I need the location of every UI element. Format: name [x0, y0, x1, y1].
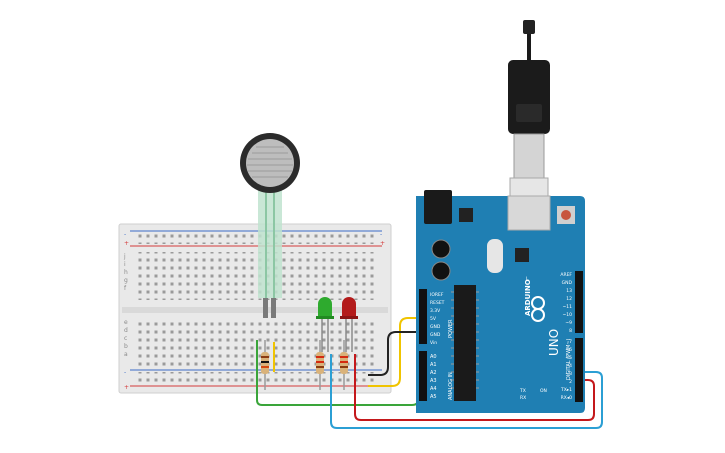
pin-ioref: IOREF	[430, 292, 444, 298]
row-label-f: f	[124, 285, 127, 292]
row-label-c: c	[124, 335, 127, 342]
row-label-b: b	[124, 343, 128, 350]
pin-11: ~11	[563, 304, 573, 310]
pin-0: RX◂0	[561, 395, 572, 401]
wire-gnd	[368, 331, 420, 376]
rx-label: RX	[520, 395, 526, 401]
force-sensor	[240, 133, 300, 318]
pin-a0: A0	[430, 354, 437, 360]
green-led	[316, 297, 334, 352]
tx-label: TX	[519, 388, 526, 394]
row-label-g: g	[124, 277, 128, 284]
board-small-labels: L TX RX ON	[519, 276, 547, 401]
usb-cable	[508, 20, 550, 217]
pin-gnd-3: GND	[562, 280, 573, 286]
brand-label: ARDUINO	[524, 279, 532, 316]
wires	[256, 317, 603, 429]
wire-pin2	[354, 354, 595, 421]
pin-reset: RESET	[430, 300, 445, 306]
pin-2: 2	[569, 379, 572, 385]
pin-3v3: 3.3V	[430, 308, 441, 314]
wire-5v	[273, 317, 420, 387]
row-label-i: i	[124, 261, 126, 268]
pin-aref: AREF	[560, 272, 572, 278]
pin-9: ~9	[565, 320, 572, 326]
pin-5v: 5V	[430, 316, 437, 322]
power-pin-labels: IOREF RESET 3.3V 5V GND GND Vin	[430, 292, 445, 346]
model-label: UNO	[547, 329, 561, 356]
pin-gnd-2: GND	[430, 332, 441, 338]
on-label: ON	[540, 388, 547, 394]
rail-plus-label: +	[124, 240, 129, 247]
pin-4: 4	[569, 363, 572, 369]
arduino-logo-icon	[531, 296, 545, 322]
rail-plus-label: +	[124, 384, 129, 391]
analog-header-label: ANALOG IN	[448, 372, 454, 400]
pin-10: ~10	[563, 312, 573, 318]
pin-a3: A3	[430, 378, 437, 384]
rail-minus-label: -	[124, 231, 126, 238]
l-led-label: L	[526, 276, 529, 282]
pin-vin: Vin	[430, 340, 437, 346]
pin-5: ~5	[565, 355, 572, 361]
pin-1: TX▸1	[560, 387, 572, 393]
analog-pin-labels: A0 A1 A2 A3 A4 A5	[430, 354, 437, 400]
resistor-1	[261, 340, 269, 390]
pin-gnd-1: GND	[430, 324, 441, 330]
rail-minus-label: -	[124, 369, 126, 376]
pin-3: ~3	[565, 371, 572, 377]
resistor-2	[316, 340, 324, 390]
pin-7: 7	[569, 339, 572, 345]
breadboard: + - + - j i h g f e d c b a + -	[118, 223, 392, 394]
row-label-a: a	[124, 351, 128, 358]
resistor-3	[340, 340, 348, 390]
pin-a4: A4	[430, 386, 437, 392]
pin-13: 13	[566, 288, 572, 294]
power-header-label: POWER	[448, 319, 454, 338]
digital-header-label: DIGITAL (PWM~)	[566, 338, 572, 380]
pin-a5: A5	[430, 394, 437, 400]
row-label-e: e	[124, 319, 128, 326]
row-label-d: d	[124, 327, 128, 334]
row-label-j: j	[123, 253, 126, 260]
pin-a2: A2	[430, 370, 437, 376]
row-label-h: h	[124, 269, 128, 276]
pin-12: 12	[566, 296, 572, 302]
red-led	[340, 297, 358, 352]
pin-8: 8	[569, 328, 572, 334]
pin-a1: A1	[430, 362, 437, 368]
rail-plus-label: +	[380, 240, 385, 247]
rail-minus-label: -	[380, 231, 382, 238]
pin-6: ~6	[565, 347, 572, 353]
digital-pin-labels: AREF GND 13 12 ~11 ~10 ~9 8 7 ~6 ~5 4 ~3…	[560, 272, 572, 401]
wire-pin3	[330, 354, 603, 429]
arduino-uno-board: ARDUINO UNO POWER ANALOG IN DIGITAL (PWM…	[416, 190, 585, 413]
breadboard-labels: + - + - j i h g f e d c b a + -	[123, 231, 385, 391]
